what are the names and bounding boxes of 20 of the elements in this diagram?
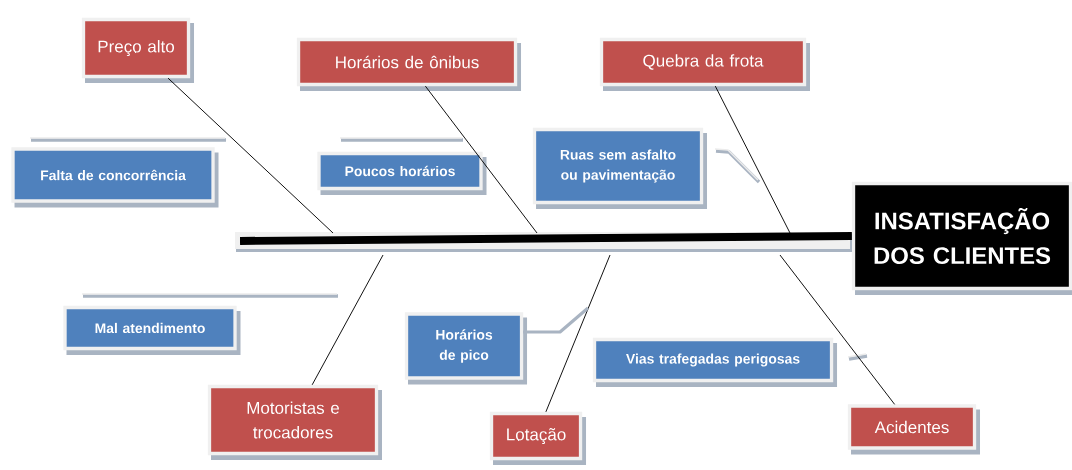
sub-cause-box: Falta de concorrência: [11, 147, 219, 208]
cause-box: Lotação: [489, 411, 587, 465]
sub-cause-box: Mal atendimento: [63, 305, 241, 355]
bone-line: [779, 254, 896, 405]
cause-box: Preço alto: [81, 17, 194, 83]
bone-line: [311, 254, 384, 386]
bone-line: [167, 77, 334, 234]
branch-line: [523, 306, 590, 334]
sub-cause-box: Ruas sem asfalto ou pavimentação: [532, 127, 707, 209]
cause-box: Acidentes: [847, 404, 980, 455]
sub-cause-box: Poucos horários: [317, 151, 487, 195]
sub-cause-box: Horários de pico: [404, 312, 528, 385]
cause-box: Quebra da frota: [599, 37, 810, 91]
cause-box: Horários de ônibus: [296, 37, 521, 91]
sub-cause-box: Vias trafegadas perigosas: [592, 337, 838, 387]
bone-line: [714, 85, 791, 234]
bone-line: [545, 254, 611, 413]
bone-line: [424, 85, 538, 234]
cause-box: Motoristas e trocadores: [207, 384, 382, 460]
effect-box: INSATISFAÇÃO DOS CLIENTES: [851, 181, 1072, 295]
